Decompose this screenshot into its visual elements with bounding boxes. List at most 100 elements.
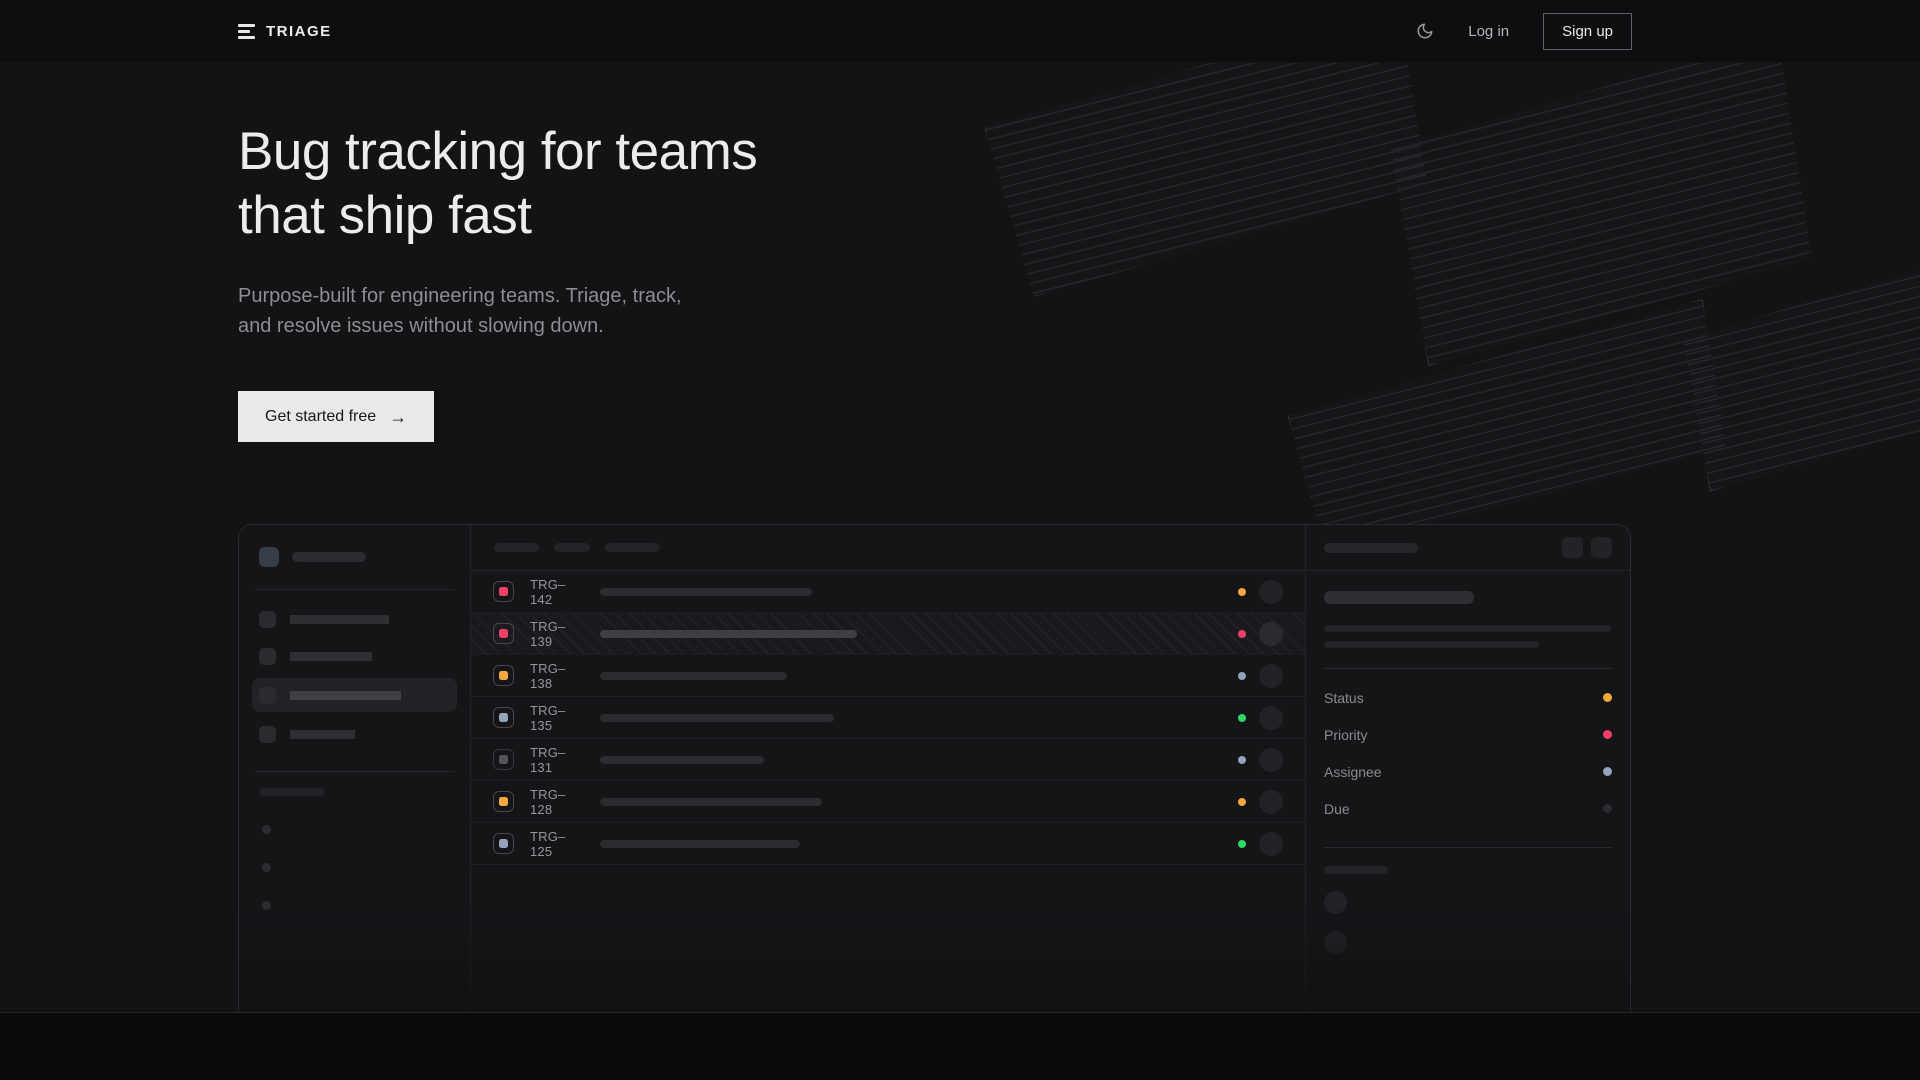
issue-priority-dot [1238, 671, 1246, 680]
signup-button[interactable]: Sign up [1543, 12, 1632, 50]
skeleton-tab [554, 543, 590, 552]
nav-item-icon [259, 610, 276, 628]
issue-key: TRG–138 [530, 660, 566, 691]
field-label: Status [1324, 689, 1364, 706]
issue-row: TRG–139 [471, 613, 1305, 655]
brand[interactable]: TRIAGE [238, 23, 332, 40]
issue-status-icon [493, 833, 514, 854]
nav-item-icon [259, 725, 276, 743]
issue-row: TRG–142 [471, 571, 1305, 613]
skeleton-line [1324, 641, 1539, 648]
skeleton-bar [290, 690, 401, 700]
issue-row: TRG–128 [471, 781, 1305, 823]
issue-priority-dot [1238, 713, 1246, 722]
top-nav: TRIAGE Log in Sign up [0, 0, 1920, 63]
issue-key: TRG–142 [530, 576, 566, 607]
skeleton-title-bar [600, 839, 800, 848]
issue-status-icon [493, 707, 514, 728]
skeleton-title-bar [600, 587, 812, 596]
skeleton-title-bar [600, 755, 764, 764]
sidebar-bullet [262, 901, 271, 910]
skeleton-title-bar [600, 629, 857, 638]
detail-action-button [1562, 537, 1583, 558]
triage-logo-icon [238, 23, 255, 39]
issue-priority-dot [1238, 587, 1246, 596]
skeleton-bar [290, 729, 355, 739]
issue-assignee-avatar [1259, 621, 1283, 646]
skeleton-line [1324, 625, 1611, 632]
issue-key: TRG–139 [530, 618, 566, 649]
sidebar-nav-item [252, 641, 457, 671]
issue-list-header [471, 525, 1305, 571]
issue-priority-dot [1238, 797, 1246, 806]
cta-label: Get started free [265, 407, 377, 425]
sidebar-bullet [262, 825, 271, 834]
nav-item-icon [259, 647, 276, 665]
issue-key: TRG–125 [530, 828, 566, 859]
skeleton-bar [290, 651, 372, 661]
issue-key: TRG–128 [530, 786, 566, 817]
field-value-dot [1603, 767, 1612, 776]
skeleton-title-bar [600, 797, 822, 806]
sidebar-nav-item [252, 604, 457, 634]
field-label: Due [1324, 800, 1350, 817]
field-label: Assignee [1324, 763, 1382, 780]
issue-key: TRG–131 [530, 744, 566, 775]
issue-row: TRG–138 [471, 655, 1305, 697]
skeleton-bar [290, 614, 389, 624]
theme-toggle-button[interactable] [1416, 22, 1434, 40]
issue-assignee-avatar [1259, 747, 1283, 772]
issue-priority-dot [1238, 839, 1246, 848]
issue-row: TRG–125 [471, 823, 1305, 865]
issue-assignee-avatar [1259, 579, 1283, 604]
skeleton-bar [1324, 866, 1388, 874]
mockup-sidebar-nav [252, 604, 457, 749]
sidebar-bullet [262, 863, 271, 872]
detail-field-row: Priority [1324, 716, 1612, 753]
detail-field-rows: Status Priority Assignee Due [1324, 679, 1612, 827]
detail-field-row: Due [1324, 790, 1612, 827]
issue-assignee-avatar [1259, 705, 1283, 730]
skeleton-tab [605, 543, 660, 552]
divider [1324, 847, 1612, 848]
skeleton-tab [494, 543, 539, 552]
field-value-dot [1603, 693, 1612, 702]
page-title: Bug tracking for teams that ship fast [238, 120, 1920, 248]
moon-icon [1417, 23, 1433, 39]
issue-status-icon [493, 581, 514, 602]
issue-priority-dot [1238, 755, 1246, 764]
skeleton-title-bar [600, 671, 787, 680]
mockup-detail-panel: Status Priority Assignee Due [1306, 525, 1630, 1012]
mockup-sidebar [239, 525, 471, 1012]
issue-status-icon [493, 791, 514, 812]
issue-assignee-avatar [1259, 789, 1283, 814]
detail-field-row: Assignee [1324, 753, 1612, 790]
arrow-right-icon: → [389, 406, 408, 427]
issue-priority-dot [1238, 629, 1246, 638]
issue-list-rows: TRG–142 TRG–139 TRG–138 TRG–135 [471, 571, 1305, 865]
mockup-workspace-switcher [259, 547, 450, 567]
skeleton-title-bar [600, 713, 834, 722]
field-value-dot [1603, 730, 1612, 739]
skeleton-title [1324, 591, 1474, 604]
divider [255, 589, 454, 590]
skeleton-bar [1324, 542, 1418, 553]
sidebar-nav-item [252, 719, 457, 749]
get-started-button[interactable]: Get started free → [238, 391, 435, 442]
divider [255, 771, 454, 772]
hero-section: TRIAGE Log in Sign up Bug tracking for t… [0, 0, 1920, 1013]
app-mockup: TRG–142 TRG–139 TRG–138 TRG–135 [238, 524, 1631, 1012]
detail-panel-header [1306, 525, 1630, 571]
detail-action-button [1591, 537, 1612, 558]
footer-band [0, 1013, 1920, 1079]
issue-assignee-avatar [1259, 663, 1283, 688]
issue-status-icon [493, 623, 514, 644]
title-line-2: that ship fast [238, 186, 532, 245]
sidebar-nav-item-selected [252, 678, 457, 712]
hero-subtitle: Purpose-built for engineering teams. Tri… [238, 285, 682, 337]
field-label: Priority [1324, 726, 1368, 743]
nav-item-icon [259, 686, 276, 704]
nav-actions: Log in Sign up [1416, 12, 1632, 50]
detail-panel-body: Status Priority Assignee Due [1306, 571, 1630, 954]
login-link[interactable]: Log in [1468, 22, 1510, 40]
